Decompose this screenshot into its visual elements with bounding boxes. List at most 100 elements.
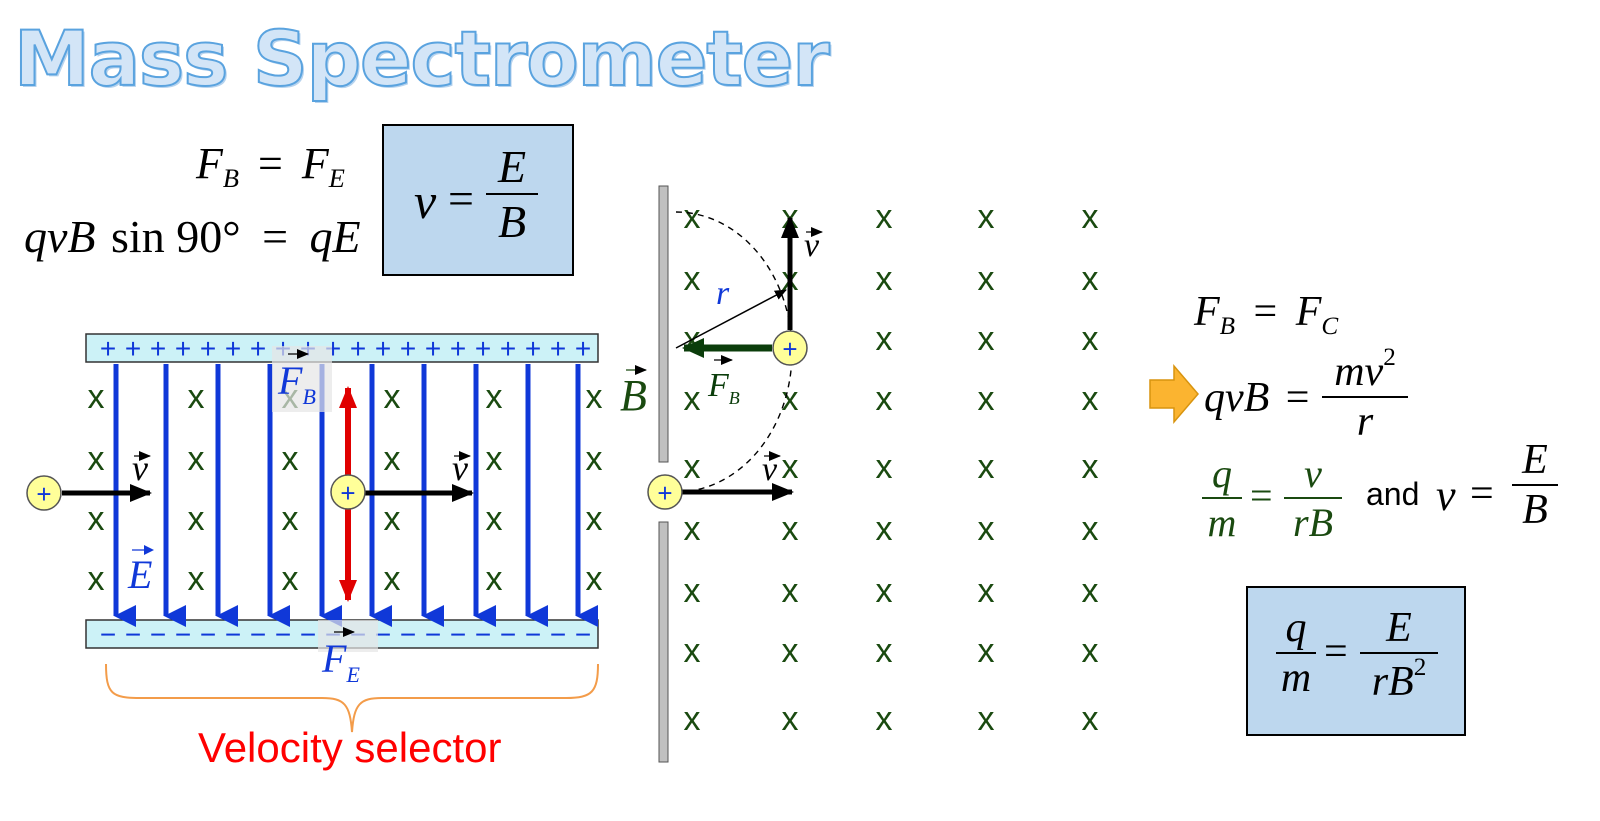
b-field-x: x [1082,700,1099,738]
final-result-box [1246,586,1466,736]
b-field-x: x [1082,198,1099,236]
eq-centripetal-fraction: mv2 r [1322,344,1408,446]
b-field-x: x [978,632,995,670]
charge-entry [26,475,62,511]
charge-at-slit [647,474,683,510]
plus-sign: + [175,333,191,364]
plus-sign: + [475,333,491,364]
eq-and-word: and [1366,476,1420,512]
b-field-x: x [684,380,701,418]
minus-sign: − [225,619,241,650]
eq-v-eq-right: = [1470,471,1494,517]
b-field-x: x [876,572,893,610]
b-field-x: x [684,198,701,236]
minus-sign: − [250,619,266,650]
final-q-over-m: q m [1276,604,1316,702]
b-field-x: x [1082,320,1099,358]
b-field-x: x [876,632,893,670]
velocity-selector-caption: Velocity selector [198,724,502,771]
spectrometer-wall-lower [658,521,669,763]
plus-sign: + [500,333,516,364]
b-field-x: x [978,380,995,418]
charge-mid [330,474,366,510]
plus-sign: + [125,333,141,364]
velocity-result-den: B [497,196,527,247]
b-field-x: x [876,320,893,358]
b-field-x: x [876,198,893,236]
b-field-x: x [384,440,401,478]
b-field-x: x [384,500,401,538]
b-field-x: x [782,448,799,486]
b-field-x: x [978,572,995,610]
region-b-field-marks: xxxxxxxxxxxxxxxxxxxxxxxxxxxxxxxxxxxxxxxx… [684,198,1099,738]
b-field-x: x [586,440,603,478]
plus-sign: + [100,333,116,364]
b-field-x: x [486,500,503,538]
eq-v-symbol-right: v [1436,471,1456,520]
plus-sign: + [250,333,266,364]
minus-sign: − [425,619,441,650]
b-field-x: x [782,510,799,548]
b-field-x: x [282,500,299,538]
eq-q-over-m-eq: = [1250,473,1273,518]
charge-entry-sign: + [36,479,51,509]
b-field-x: x [684,572,701,610]
b-field-x: x [782,380,799,418]
minus-sign: − [475,619,491,650]
b-field-x: x [876,260,893,298]
b-field-x: x [88,500,105,538]
b-field-x: x [1082,510,1099,548]
b-field-x: x [978,700,995,738]
slide-title: Mass Spectrometer [13,13,831,104]
b-field-x: x [486,378,503,416]
b-field-x: x [282,440,299,478]
minus-sign: − [150,619,166,650]
b-field-x: x [88,440,105,478]
b-field-x: x [1082,448,1099,486]
b-field-x: x [282,560,299,598]
b-field-x: x [978,320,995,358]
b-field-x: x [876,700,893,738]
final-eq-sign: = [1324,629,1348,675]
plus-sign: + [375,333,391,364]
minus-sign: − [525,619,541,650]
label-b-field: B [620,371,647,420]
eq-qvb-equals-qe: qvB sin 90° = qE [24,211,361,262]
b-field-x: x [978,510,995,548]
b-field-x: x [876,510,893,548]
plus-signs: ++++++++++++++++++++ [100,333,591,364]
plus-sign: + [350,333,366,364]
b-field-x: x [1082,572,1099,610]
label-fe-selector: FE [321,636,360,687]
b-field-x: x [684,260,701,298]
b-field-x: x [684,448,701,486]
eq-e-over-b-right: E B [1512,436,1558,534]
radius-line [675,289,787,349]
b-field-x: x [188,378,205,416]
b-field-x: x [978,448,995,486]
velocity-result-eq: = [448,173,474,224]
b-field-x: x [1082,260,1099,298]
minus-sign: − [575,619,591,650]
b-field-x: x [486,560,503,598]
charge-mid-sign: + [340,478,355,508]
b-field-x: x [88,378,105,416]
minus-sign: − [500,619,516,650]
spectrometer-wall-upper [658,185,669,463]
minus-sign: − [450,619,466,650]
b-field-x: x [384,378,401,416]
eq-q-over-m: q m [1202,450,1242,546]
plus-sign: + [150,333,166,364]
b-field-x: x [684,700,701,738]
plus-sign: + [225,333,241,364]
velocity-result-fraction: E B [486,140,538,248]
label-v-entry: v [132,448,148,488]
b-field-x: x [384,560,401,598]
charge-on-path-sign: + [782,334,797,364]
minus-sign: − [400,619,416,650]
b-field-x: x [876,380,893,418]
b-field-x: x [684,632,701,670]
minus-sign: − [200,619,216,650]
